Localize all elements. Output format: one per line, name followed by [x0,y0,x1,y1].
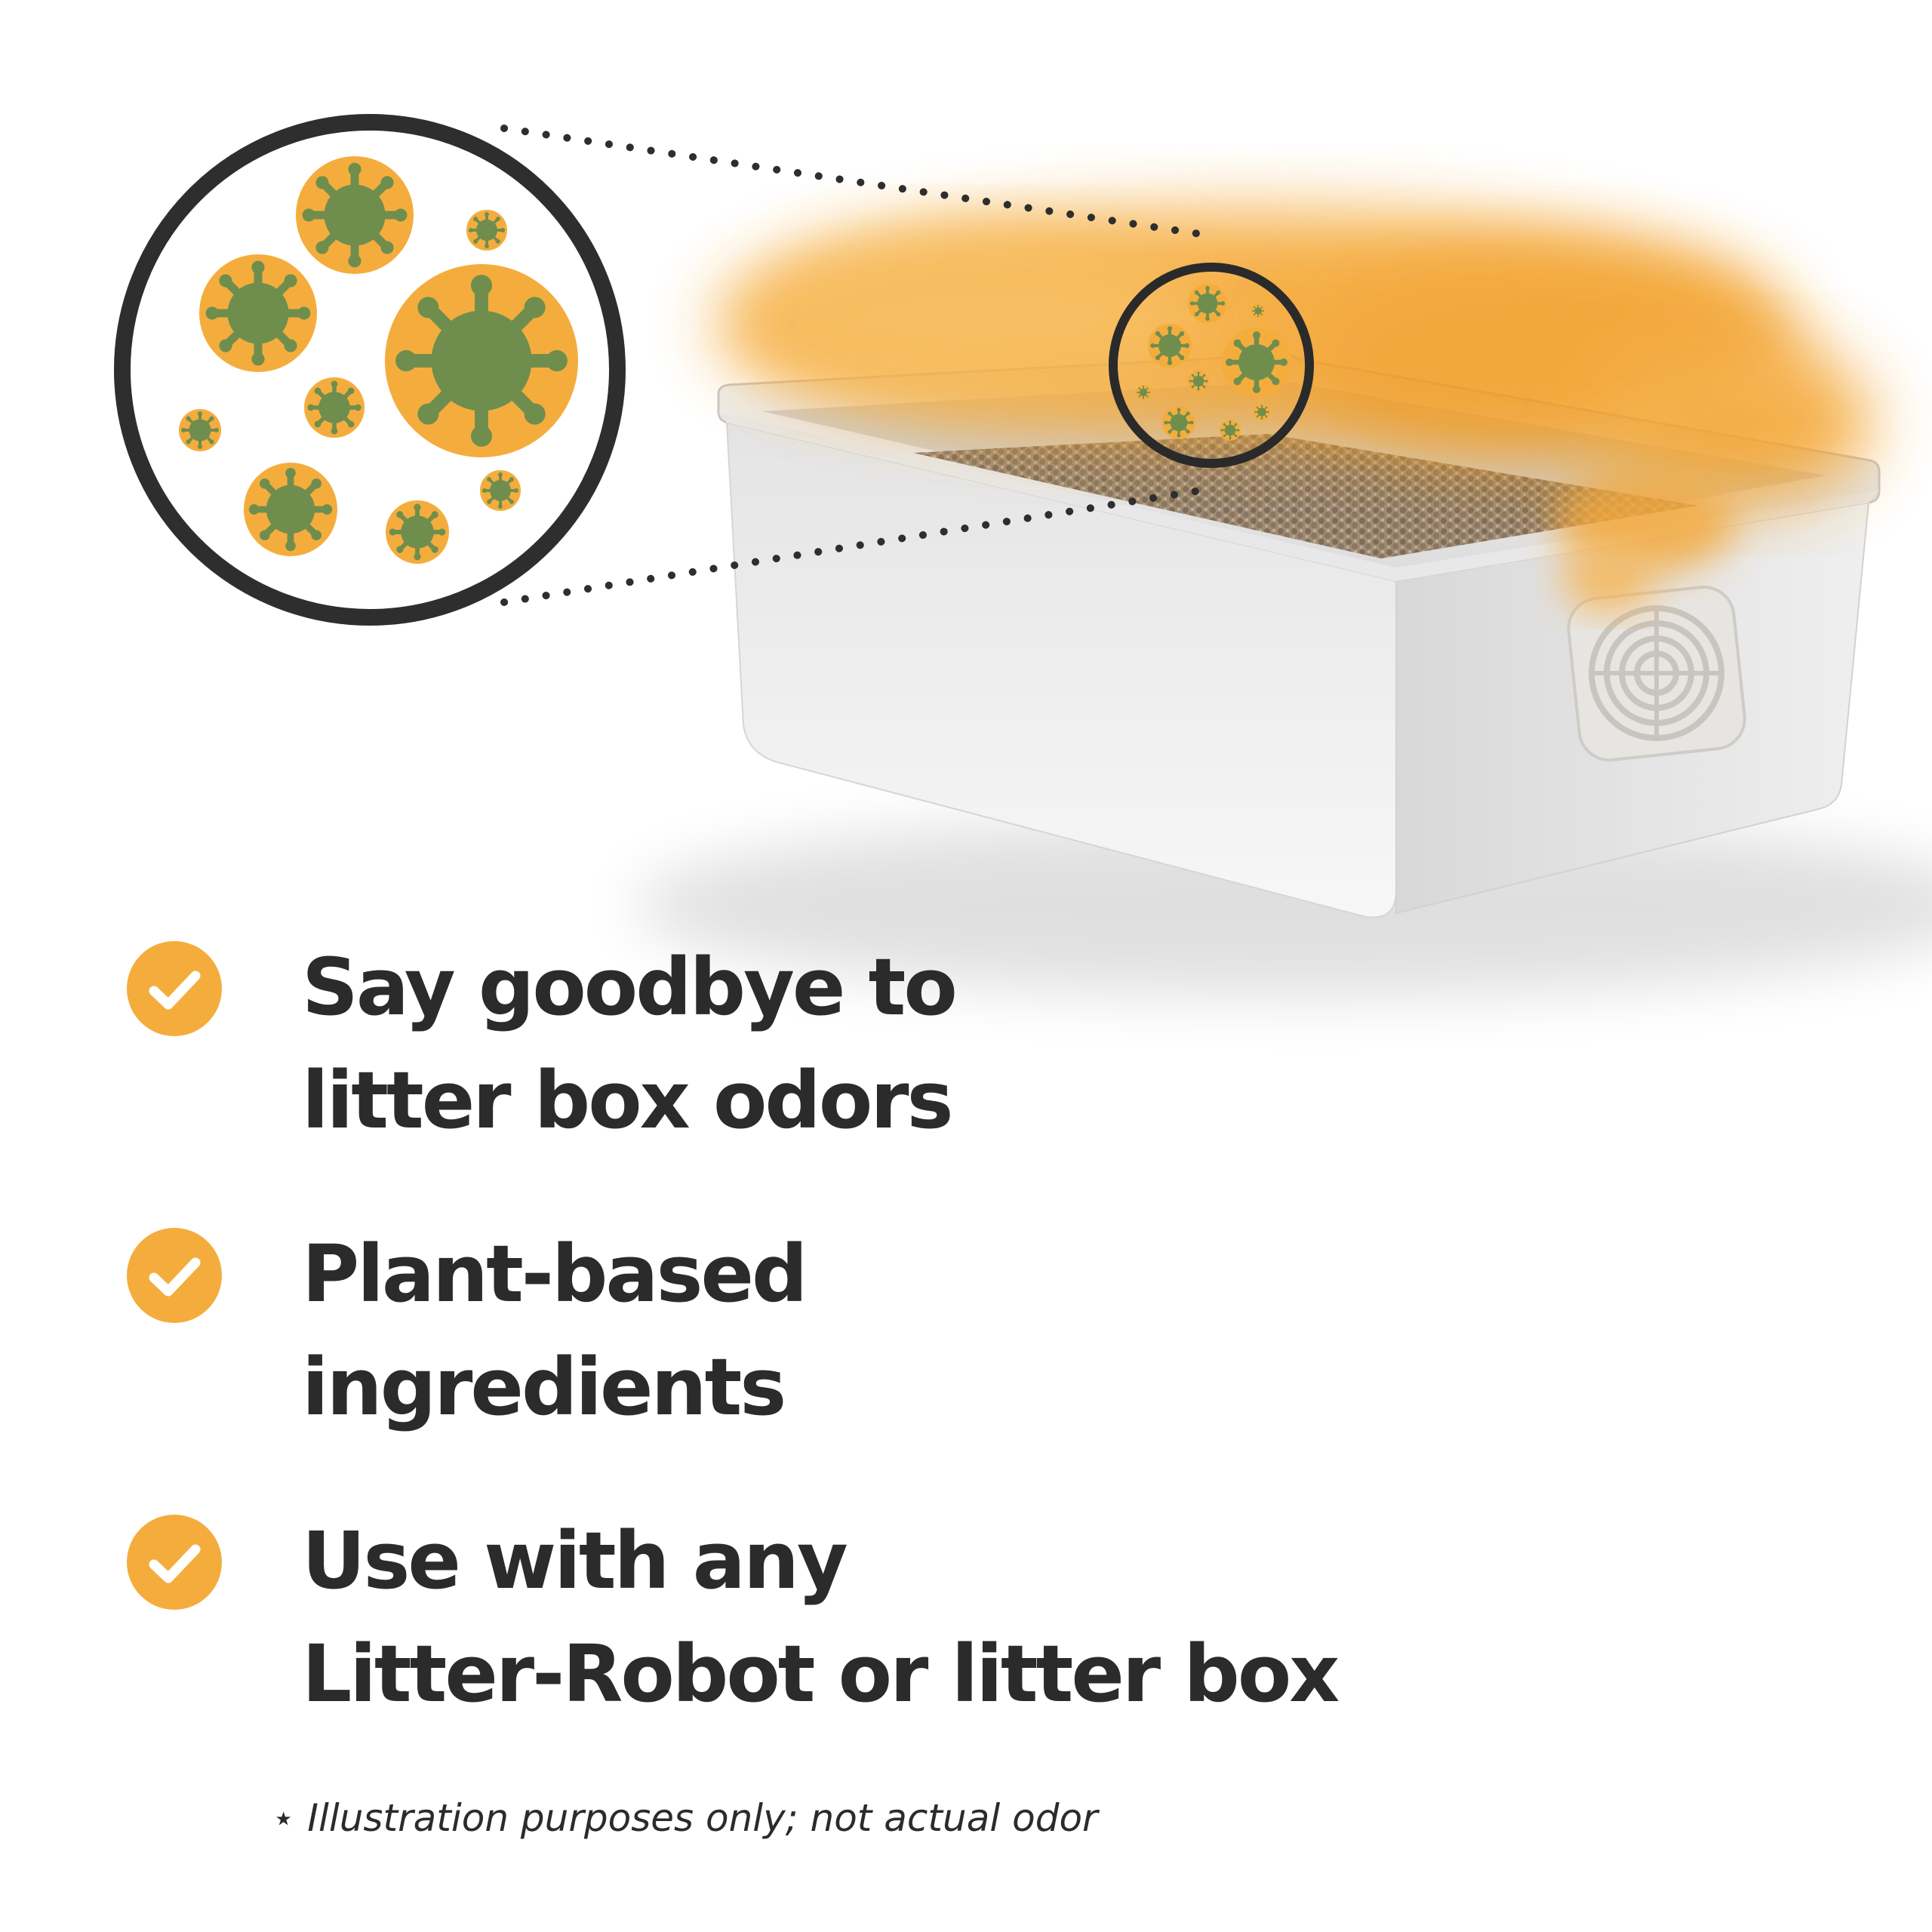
feature-line-2: litter box odors [302,1054,953,1146]
germ-icon [386,500,449,564]
checkmark-icon [127,1228,222,1323]
germ-icon [179,409,221,451]
germ-icon [1162,406,1195,439]
germ-icon [1220,420,1241,441]
germ-icon [244,463,337,556]
odor-cloud-icon [717,211,1872,611]
germ-icon [1188,284,1227,323]
germ-icon [1148,324,1192,368]
feature-line-1: Say goodbye to [302,941,958,1033]
feature-line-2: ingredients [302,1341,786,1433]
germ-icon [199,254,317,372]
germ-icon [466,210,507,251]
disclaimer-footnote: ⋆ Illustration purposes only; not actual… [272,1796,1098,1840]
germ-icon [1188,371,1209,392]
filter-vent-icon [1567,586,1746,761]
germ-icon [304,377,365,438]
germ-icon [1136,385,1151,400]
feature-line-1: Use with any [302,1515,848,1607]
germ-icon [1251,304,1265,318]
germ-icon [1254,404,1270,420]
feature-line-2: Litter-Robot or litter box [302,1628,1340,1720]
germ-icon [480,470,521,511]
magnifier-circle-icon [114,114,626,626]
germ-icon [385,264,578,457]
checkmark-icon [127,1515,222,1610]
germ-icon [296,156,414,274]
feature-line-1: Plant-based [302,1228,808,1320]
magnifier-circle-icon [1109,263,1314,468]
checkmark-icon [127,941,222,1036]
germ-icon [1222,328,1291,397]
